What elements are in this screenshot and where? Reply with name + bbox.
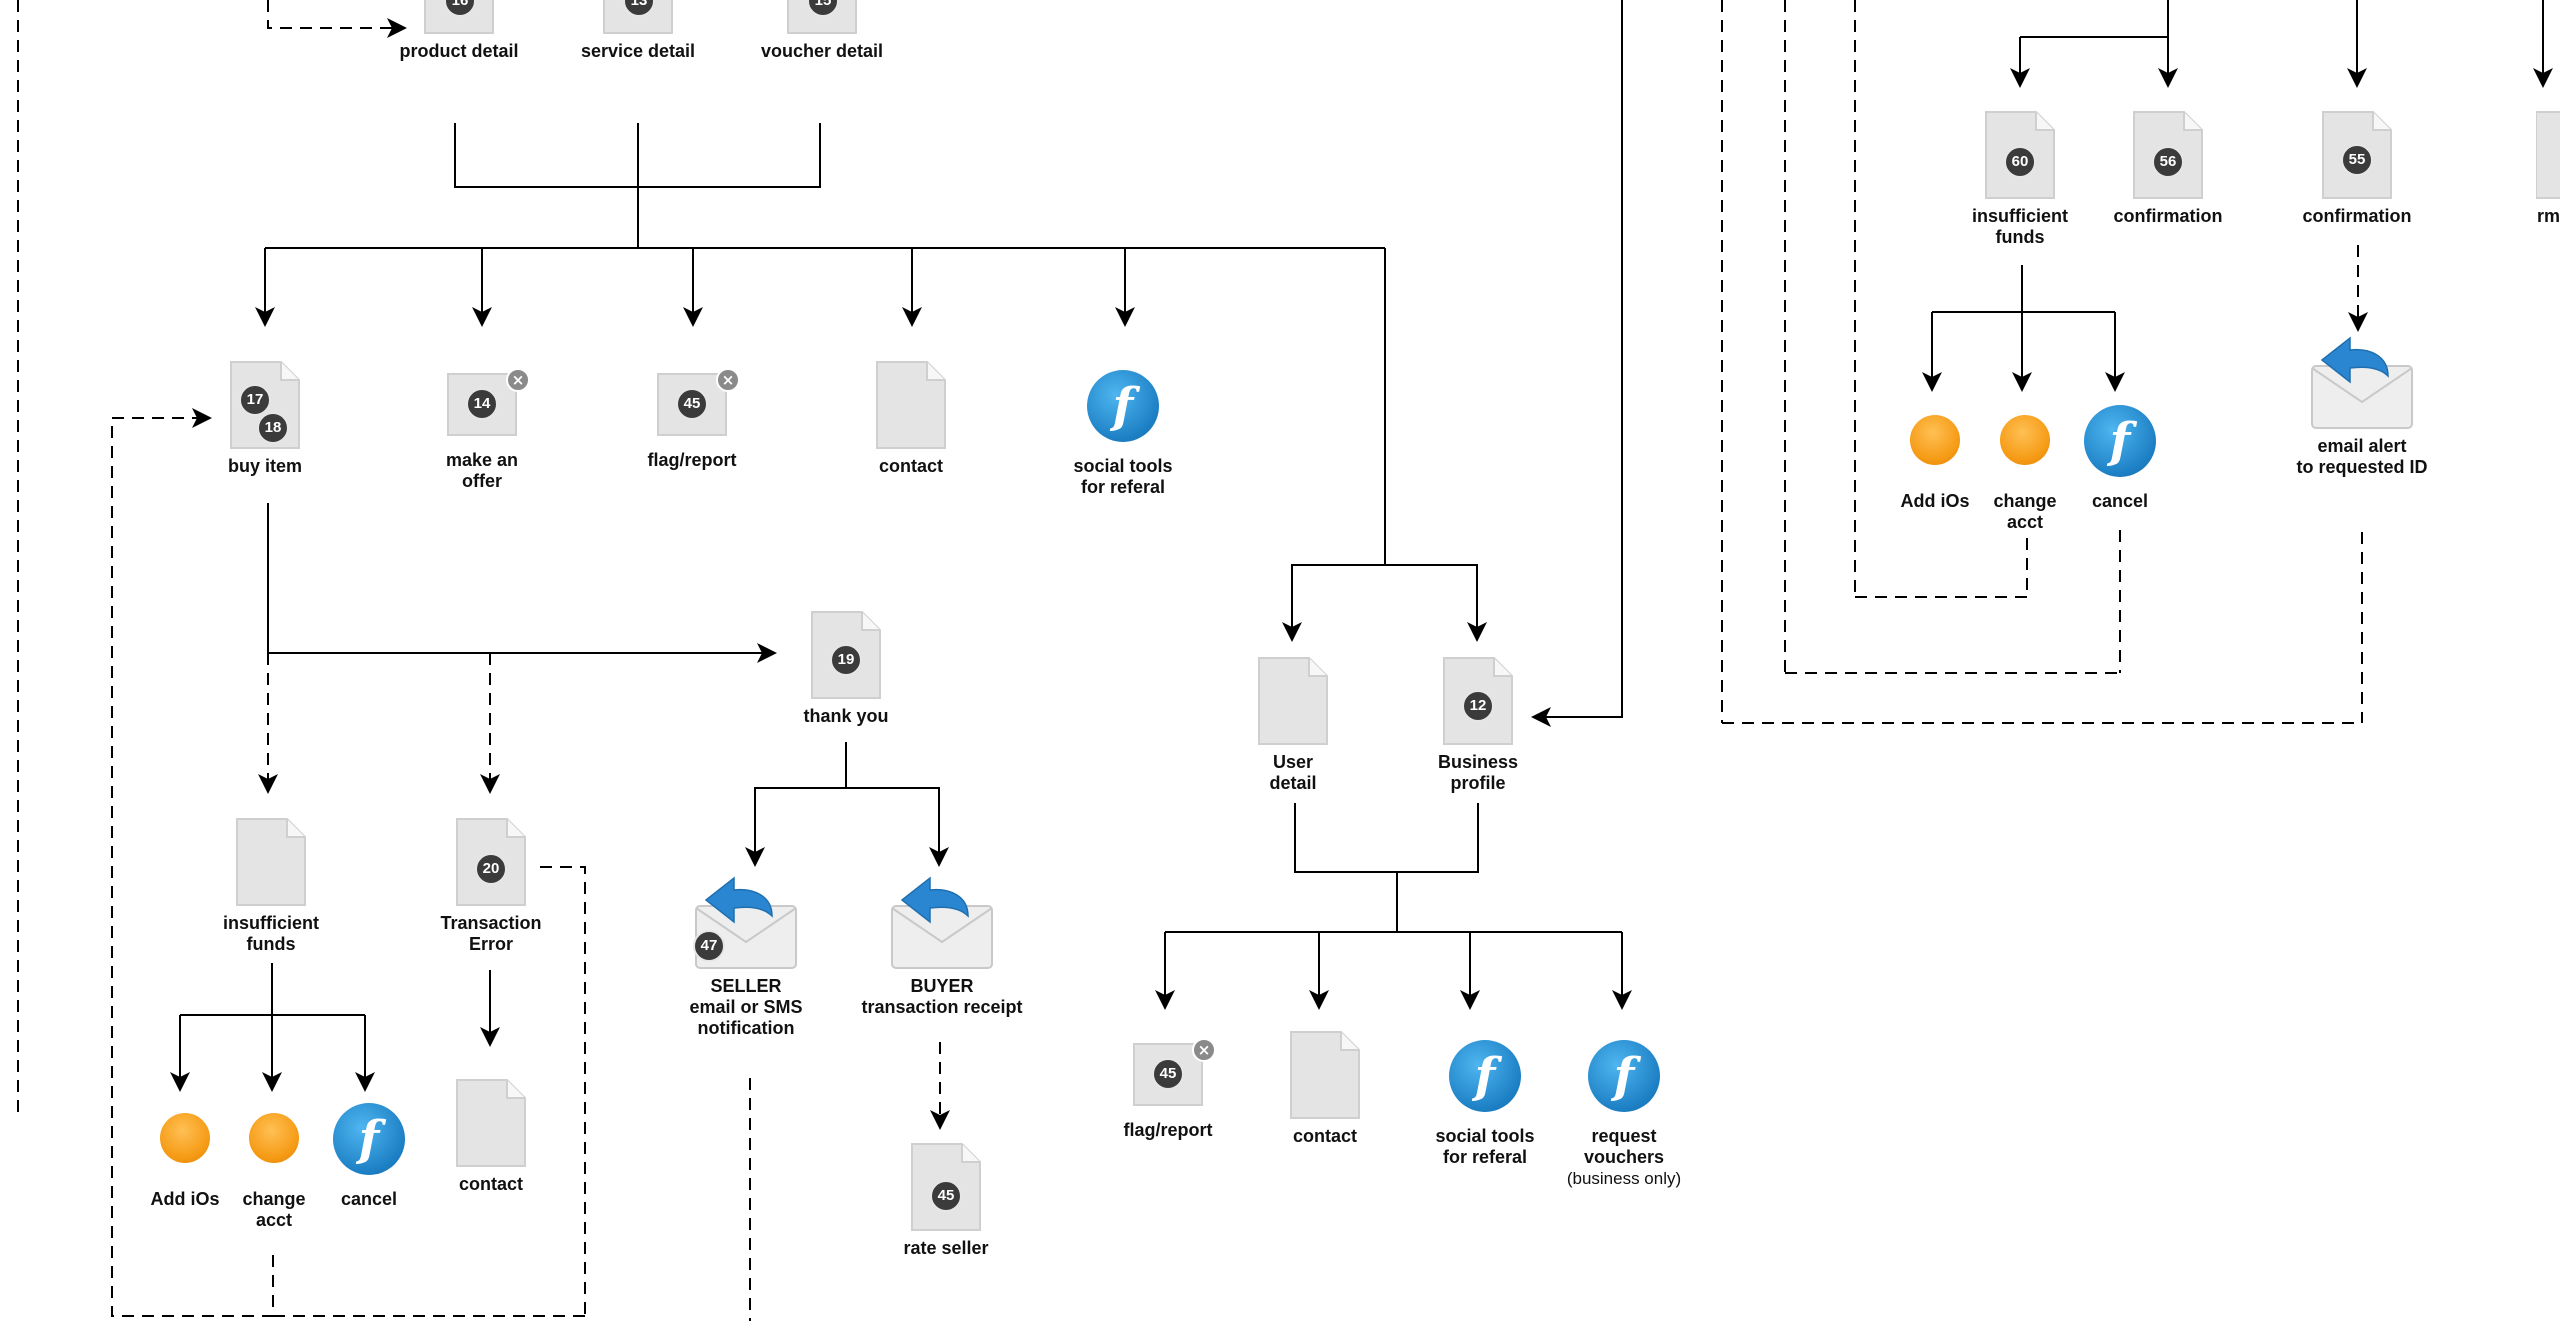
confirmation-node: 56 confirmation — [2068, 110, 2268, 227]
contact-node: contact — [391, 1078, 591, 1195]
email-reply-icon — [2311, 336, 2413, 429]
voucher-detail-node: 15 voucher detail — [722, 0, 922, 62]
node-label: service detail — [580, 41, 696, 61]
remove-icon: × — [716, 368, 740, 392]
page-number-badge: 56 — [2152, 146, 2184, 178]
node-label: rate seller — [903, 1238, 989, 1258]
orange-circle-icon — [160, 1113, 210, 1163]
facebook-icon: f — [2084, 405, 2156, 477]
flag-report-node: 45 × flag/report — [592, 368, 792, 471]
orange-circle-icon — [249, 1113, 299, 1163]
page-number-badge: 14 — [466, 388, 498, 420]
node-label: confirmation — [2302, 206, 2412, 226]
page-number-badge: 55 — [2341, 144, 2373, 176]
page-number-badge: 60 — [2004, 146, 2036, 178]
node-label: voucher detail — [760, 41, 884, 61]
orange-circle-icon — [2000, 415, 2050, 465]
facebook-icon: f — [1087, 370, 1159, 442]
document-icon — [1290, 1031, 1360, 1119]
contact-node: contact — [1225, 1030, 1425, 1147]
page-number-badge: 17 — [239, 384, 271, 416]
contact-node: contact — [811, 360, 1011, 477]
node-label: cancel — [340, 1189, 398, 1209]
node-label: contact — [1292, 1126, 1357, 1146]
document-icon — [236, 818, 306, 906]
remove-icon: × — [1192, 1038, 1216, 1062]
confirmation-node-partial: confirma — [2536, 110, 2560, 227]
document-icon — [876, 361, 946, 449]
page-number-badge: 18 — [257, 412, 289, 444]
buy-item-node: 17 18 buy item — [165, 360, 365, 477]
remove-icon: × — [506, 368, 530, 392]
product-detail-node: 16 product detail — [359, 0, 559, 62]
add-ios-node: Add iOs — [1835, 395, 2035, 512]
confirmation-node: 55 confirmation — [2257, 110, 2457, 227]
node-label: contact — [458, 1174, 523, 1194]
page-number-badge: 19 — [830, 644, 862, 676]
node-label: buy item — [227, 456, 302, 476]
document-icon — [456, 1079, 526, 1167]
node-label: thank you — [803, 706, 889, 726]
facebook-icon: f — [333, 1103, 405, 1175]
page-number-badge: 45 — [676, 388, 708, 420]
node-label: confirma — [2536, 206, 2560, 226]
orange-circle-icon — [1910, 415, 1960, 465]
cancel-node: f cancel — [269, 1093, 469, 1210]
cancel-node: f cancel — [2020, 395, 2220, 512]
add-ios-node: Add iOs — [85, 1093, 285, 1210]
thank-you-node: 19 thank you — [746, 610, 946, 727]
page-number-badge: 45 — [930, 1180, 962, 1212]
node-label: cancel — [2091, 491, 2149, 511]
rate-seller-node: 45 rate seller — [846, 1142, 1046, 1259]
page-number-badge: 45 — [1152, 1058, 1184, 1090]
node-label: contact — [878, 456, 943, 476]
facebook-icon: f — [1449, 1040, 1521, 1112]
node-label: Add iOs — [1900, 491, 1970, 511]
flag-report-node: 45 × flag/report — [1068, 1038, 1268, 1141]
document-icon — [2536, 111, 2560, 199]
node-label: flag/report — [1123, 1120, 1213, 1140]
facebook-icon: f — [1588, 1040, 1660, 1112]
node-label: flag/report — [647, 450, 737, 470]
node-label: Add iOs — [150, 1189, 220, 1209]
email-reply-icon — [891, 876, 993, 969]
service-detail-node: 13 service detail — [538, 0, 738, 62]
page-number-badge: 47 — [693, 930, 725, 962]
node-label: confirmation — [2113, 206, 2223, 226]
page-number-badge: 20 — [475, 853, 507, 885]
document-icon — [1258, 657, 1328, 745]
page-number-badge: 12 — [1462, 690, 1494, 722]
node-label: product detail — [399, 41, 519, 61]
